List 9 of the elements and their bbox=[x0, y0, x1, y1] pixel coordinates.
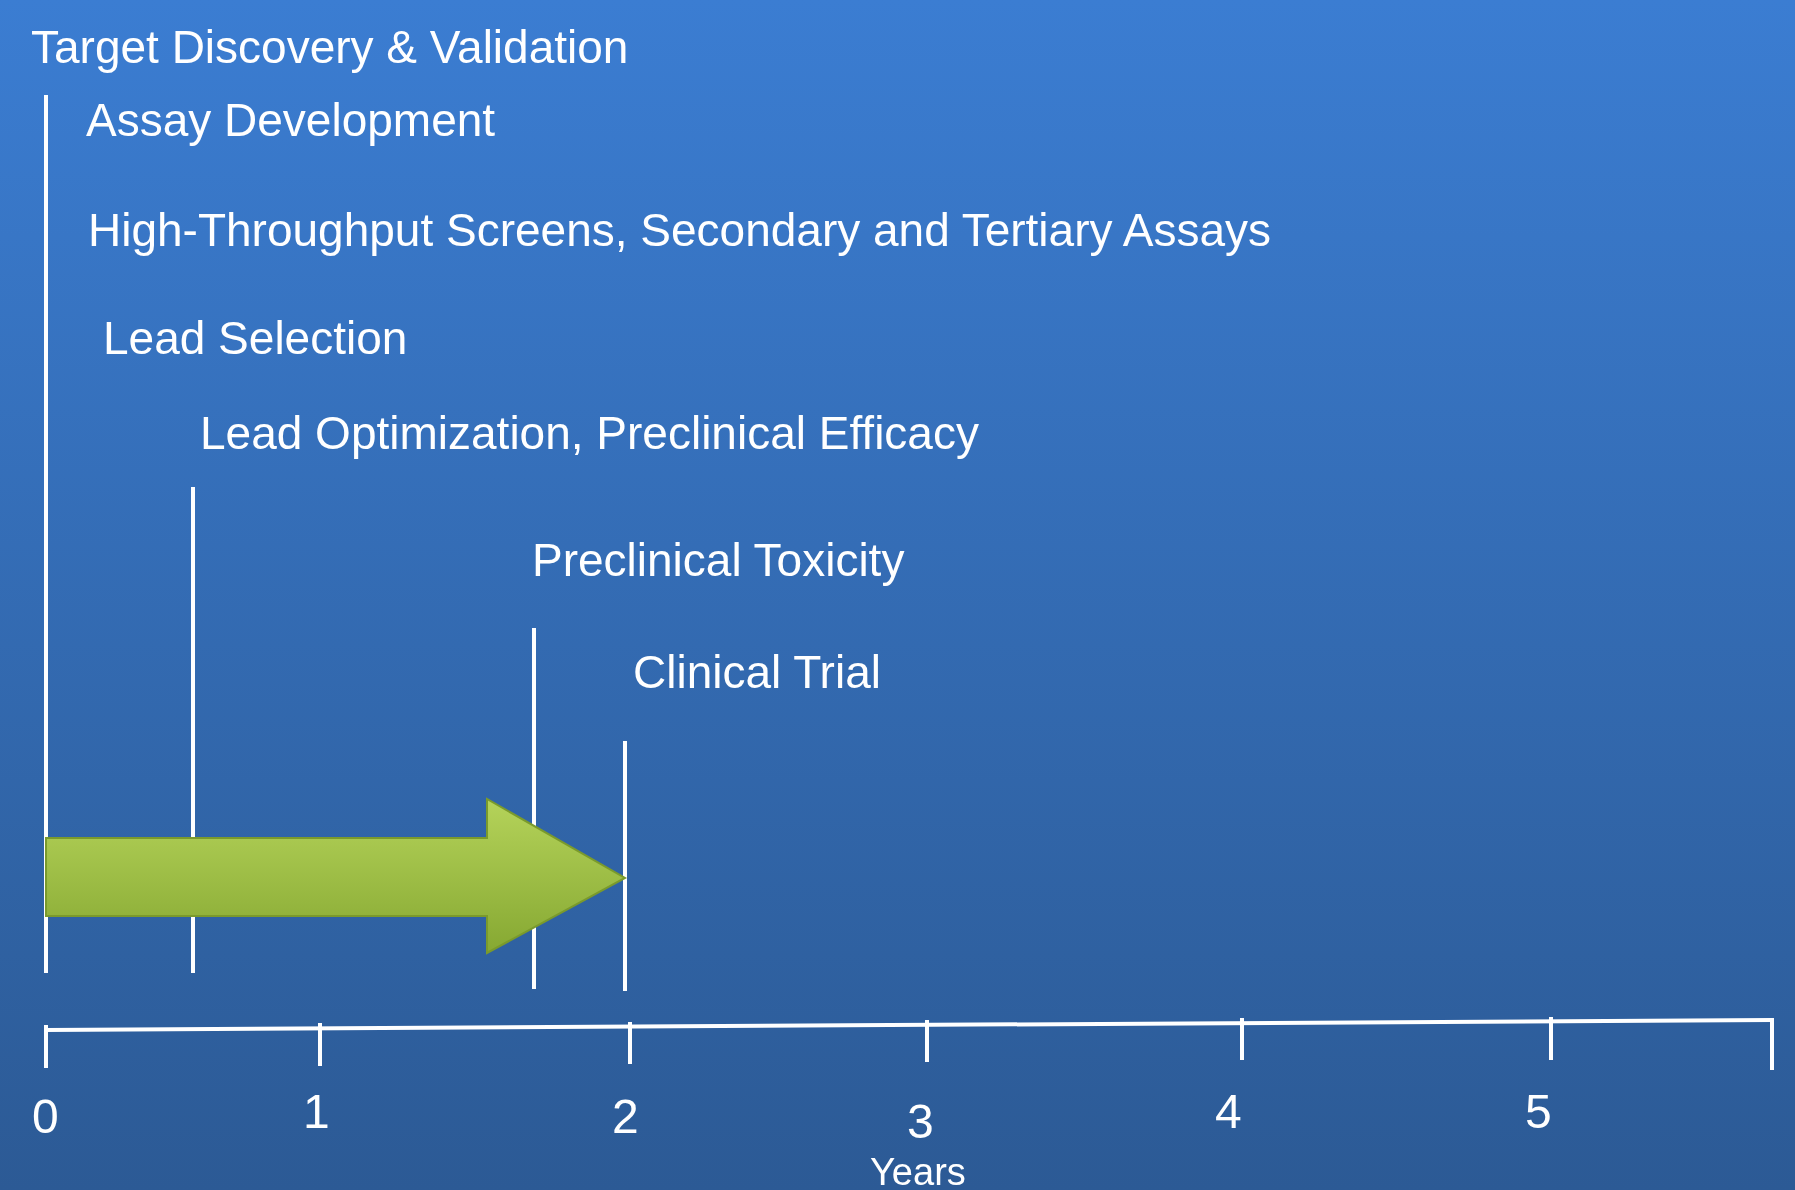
tick-label: 0 bbox=[32, 1093, 59, 1141]
tick-label: 4 bbox=[1215, 1088, 1242, 1136]
stage-label: Clinical Trial bbox=[633, 649, 881, 695]
tick-label: 1 bbox=[303, 1088, 330, 1136]
stage-label: Lead Selection bbox=[103, 315, 408, 361]
tick-label: 3 bbox=[907, 1098, 934, 1146]
tick-label: 2 bbox=[612, 1093, 639, 1141]
tick-label: 5 bbox=[1525, 1088, 1552, 1136]
axis-label: Years bbox=[870, 1153, 966, 1190]
